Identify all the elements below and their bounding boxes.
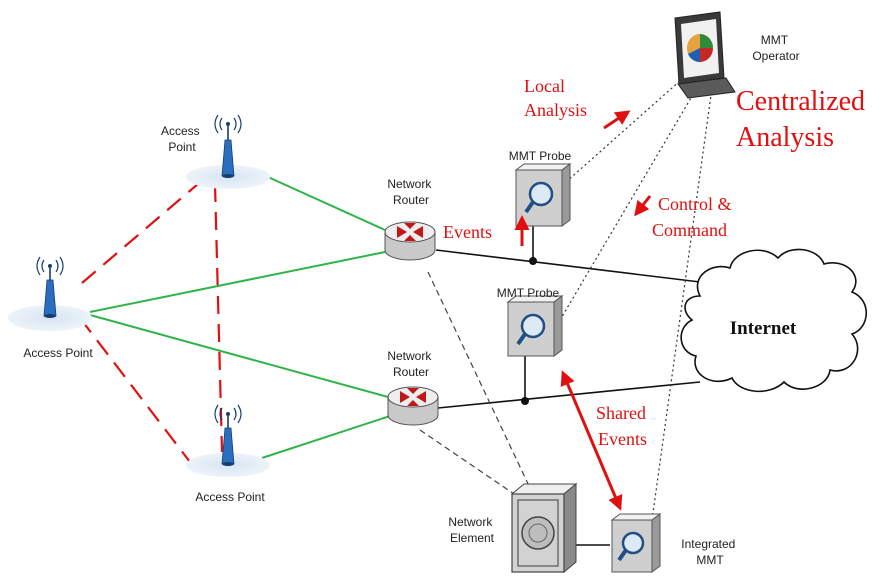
link-router-top-internet [435, 249, 701, 283]
integrated-mmt-probe[interactable] [610, 513, 662, 573]
arrow-control-command [634, 195, 652, 217]
wifi-signal-icon [214, 114, 242, 134]
mmt-operator-label: MMT Operator [752, 33, 799, 63]
access-point-left[interactable] [8, 256, 92, 331]
internet-cloud [680, 248, 867, 393]
local-analysis-label: Local Analysis [524, 76, 587, 120]
control-link-probe-top [565, 71, 691, 183]
access-point-left-label: Access Point [23, 346, 93, 360]
mmt-probe-top[interactable] [514, 163, 572, 227]
network-element-label: Network Element [448, 515, 495, 545]
link-ap-left-router-bottom [89, 314, 389, 398]
fan-icon [521, 516, 555, 550]
centralized-analysis-label: Centralized Analysis [736, 86, 872, 153]
tap-point-mid [521, 397, 529, 405]
network-router-bottom[interactable] [387, 386, 439, 426]
access-point-top-label: Access Point [161, 124, 203, 154]
router-arrows-icon [397, 223, 423, 241]
wifi-signal-icon [214, 404, 242, 424]
mmt-probe-mid[interactable] [506, 295, 564, 357]
wifi-signal-icon [36, 256, 64, 276]
router-arrows-icon [400, 388, 426, 406]
integrated-mmt-label: Integrated MMT [681, 537, 738, 567]
router-bottom-label: Network Router [387, 349, 434, 379]
network-router-top[interactable] [384, 221, 436, 261]
annotation-arrows [514, 110, 652, 511]
arrow-local-analysis [603, 110, 631, 130]
access-point-bottom-label: Access Point [195, 490, 265, 504]
internet-label: Internet [730, 318, 797, 339]
magnifier-icon [524, 181, 554, 214]
mmt-probe-mid-label: MMT Probe [497, 286, 560, 300]
control-links [559, 71, 713, 521]
wireless-links [79, 171, 224, 463]
magnifier-icon [516, 313, 546, 346]
events-label: Events [443, 222, 492, 242]
link-ap-left-router-top [89, 251, 386, 313]
wireless-link-left-top [81, 171, 213, 284]
access-point-top[interactable] [186, 114, 270, 189]
magnifier-icon [617, 531, 645, 562]
network-element[interactable] [510, 482, 578, 574]
tap-point-top [529, 257, 537, 265]
dashed-links [419, 271, 531, 499]
mmt-probe-top-label: MMT Probe [509, 149, 572, 163]
arrow-shared-events [560, 370, 623, 511]
shared-events-label: Shared Events [596, 403, 650, 449]
link-ap-bottom-router-bottom [261, 415, 391, 459]
access-point-bottom[interactable] [186, 404, 270, 477]
wired-links [89, 176, 391, 459]
router-top-label: Network Router [387, 177, 434, 207]
control-link-probe-mid [559, 85, 699, 321]
link-router-bottom-element [419, 429, 521, 499]
control-command-label: Control & Command [652, 194, 736, 240]
wireless-link-left-bottom [79, 317, 191, 463]
link-ap-top-router-top [267, 176, 386, 231]
wireless-link-top-bottom [213, 183, 224, 453]
pie-chart-icon [687, 34, 713, 63]
mmt-operator-monitor[interactable] [674, 11, 736, 99]
